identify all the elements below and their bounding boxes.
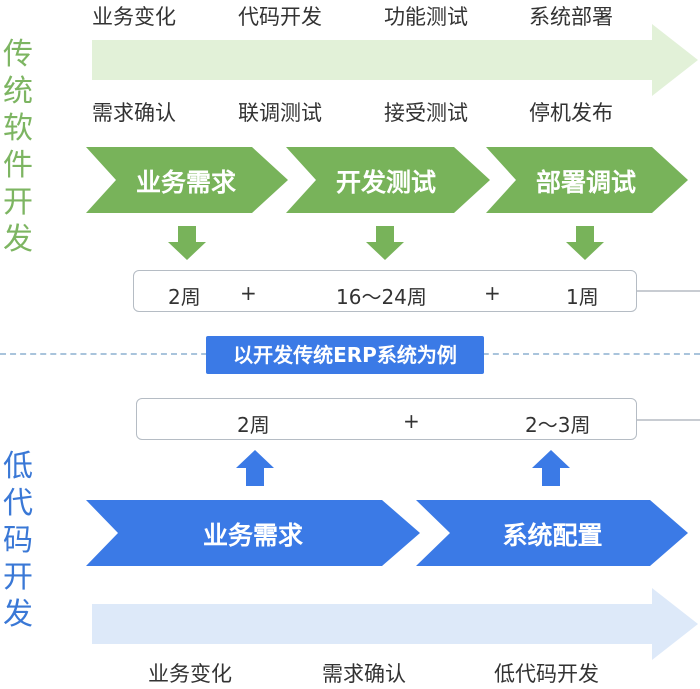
top-label-2: 代码开发 [238, 5, 322, 29]
up-arrow-2 [532, 450, 570, 486]
lowcode-duration-box: 2周 + 2～3周 [136, 398, 637, 440]
down-arrow-3 [566, 226, 604, 260]
duration-dev-test: 16～24周 [336, 285, 427, 309]
traditional-flow-arrow [92, 24, 698, 96]
mid-label-3: 接受测试 [384, 101, 468, 125]
duration-deploy: 1周 [566, 285, 599, 309]
lowcode-duration-config: 2～3周 [525, 413, 591, 437]
example-label: 以开发传统ERP系统为例 [206, 336, 484, 374]
bottom-label-2: 需求确认 [322, 662, 406, 686]
top-label-4: 系统部署 [529, 5, 613, 29]
lowcode-flow-arrow [92, 588, 698, 660]
traditional-duration-box: 2周 + 16～24周 + 1周 [133, 270, 637, 312]
top-label-1: 业务变化 [92, 5, 176, 29]
lowcode-duration-requirement: 2周 [237, 413, 270, 437]
bottom-label-3: 低代码开发 [494, 662, 599, 686]
duration-requirement: 2周 [168, 285, 201, 309]
duration-plus-2: + [484, 281, 501, 305]
traditional-side-label: 传 统 软 件 开 发 [3, 37, 33, 257]
lowcode-duration-plus: + [403, 409, 420, 433]
lowcode-side-label: 低 代 码 开 发 [3, 449, 33, 632]
traditional-stage-chevron-2 [286, 147, 490, 213]
down-arrow-1 [168, 226, 206, 260]
down-arrow-2 [366, 226, 404, 260]
top-label-3: 功能测试 [384, 5, 468, 29]
traditional-stage-chevron-3 [486, 147, 688, 213]
bottom-label-1: 业务变化 [148, 662, 232, 686]
mid-label-4: 停机发布 [529, 101, 613, 125]
mid-label-1: 需求确认 [92, 101, 176, 125]
mid-label-2: 联调测试 [238, 101, 322, 125]
traditional-stage-label-3: 部署调试 [535, 168, 636, 197]
lowcode-stage-label-2: 系统配置 [502, 521, 603, 550]
traditional-stage-label-1: 业务需求 [135, 168, 236, 197]
traditional-stage-chevron-1 [86, 147, 288, 213]
traditional-stage-label-2: 开发测试 [335, 168, 436, 197]
lowcode-stage-chevron-1 [86, 500, 420, 566]
lowcode-stage-label-1: 业务需求 [202, 521, 303, 550]
duration-plus-1: + [240, 281, 257, 305]
lowcode-stage-chevron-2 [416, 500, 688, 566]
up-arrow-1 [236, 450, 274, 486]
